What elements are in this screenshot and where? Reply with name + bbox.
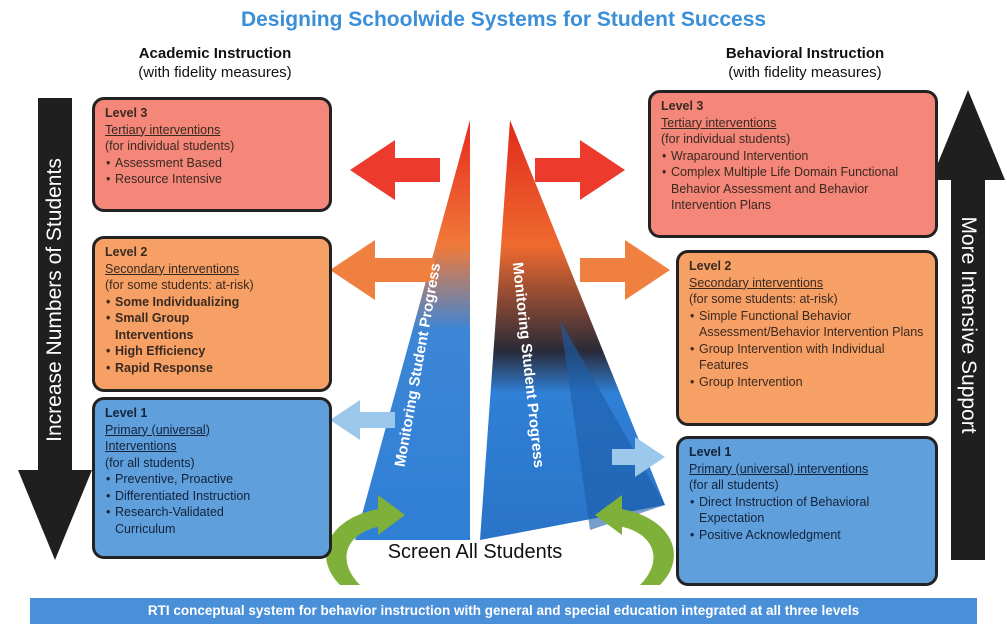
screen-cycle-arrow-left — [326, 508, 388, 585]
academic-subheading: (with fidelity measures) — [138, 64, 292, 81]
pyramid-right-shade — [560, 320, 665, 530]
level2-arrow-right — [580, 240, 670, 300]
academic-level1-title: Level 1 — [105, 406, 148, 420]
academic-level1-box: Level 1 Primary (universal) Intervention… — [92, 397, 332, 559]
behavioral-level2-tier: Secondary interventions — [689, 275, 824, 290]
list-item: Group Intervention with Individual Featu… — [690, 341, 925, 374]
footer-banner: RTI conceptual system for behavior instr… — [30, 598, 977, 624]
list-item: Research-Validated Curriculum — [106, 504, 265, 537]
behavioral-level2-audience: (for some students: at-risk) — [689, 292, 838, 306]
level2-arrow-left — [330, 240, 435, 300]
behavioral-level3-tier: Tertiary interventions — [661, 115, 777, 130]
list-item: Resource Intensive — [106, 171, 319, 188]
academic-level3-box: Level 3 Tertiary interventions (for indi… — [92, 97, 332, 212]
level3-arrow-right — [535, 140, 625, 200]
behavioral-heading-block: Behavioral Instruction (with fidelity me… — [680, 44, 930, 82]
behavioral-level3-box: Level 3 Tertiary interventions (for indi… — [648, 90, 938, 238]
behavioral-level2-title: Level 2 — [689, 259, 732, 273]
level1-arrow-left — [330, 400, 395, 440]
list-item: Complex Multiple Life Domain Functional … — [662, 164, 925, 214]
academic-level2-tier: Secondary interventions — [105, 261, 240, 276]
academic-level3-title: Level 3 — [105, 106, 148, 120]
behavioral-level1-title: Level 1 — [689, 445, 732, 459]
academic-level3-audience: (for individual students) — [105, 139, 235, 153]
academic-level1-audience: (for all students) — [105, 455, 195, 470]
list-item: Simple Functional Behavior Assessment/Be… — [690, 308, 925, 341]
screen-cycle-arrow-right — [612, 508, 674, 585]
list-item: Group Intervention — [690, 374, 925, 391]
pyramid-left-face — [355, 120, 470, 540]
list-item: High Efficiency — [106, 343, 319, 360]
list-item: Rapid Response — [106, 360, 319, 377]
list-item: Preventive, Proactive — [106, 471, 319, 488]
screen-cycle-arrow-left-head — [378, 495, 405, 535]
list-item: Small Group Interventions — [106, 310, 235, 343]
more-support-label: More Intensive Support — [957, 216, 980, 434]
list-item: Positive Acknowledgment — [690, 527, 925, 544]
academic-level2-title: Level 2 — [105, 245, 148, 259]
list-item: Assessment Based — [106, 155, 319, 172]
behavioral-heading: Behavioral Instruction — [725, 45, 885, 62]
academic-heading: Academic Instruction — [138, 45, 292, 62]
behavioral-level1-audience: (for all students) — [689, 478, 779, 492]
list-item: Some Individualizing — [106, 294, 319, 311]
diagram-title: Designing Schoolwide Systems for Student… — [240, 8, 767, 31]
screen-cycle-arrow-right-head — [595, 495, 622, 535]
academic-heading-block: Academic Instruction (with fidelity meas… — [90, 44, 340, 82]
academic-level3-tier: Tertiary interventions — [105, 122, 221, 137]
academic-level2-box: Level 2 Secondary interventions (for som… — [92, 236, 332, 392]
academic-level2-audience: (for some students: at-risk) — [105, 278, 254, 292]
level3-arrow-left — [350, 140, 440, 200]
screen-all-students-label: Screen All Students — [387, 541, 563, 563]
academic-level1-tier: Primary (universal) Interventions — [105, 422, 210, 454]
list-item: Direct Instruction of Behavioral Expecta… — [690, 494, 925, 527]
behavioral-subheading: (with fidelity measures) — [728, 64, 882, 81]
behavioral-level3-audience: (for individual students) — [661, 132, 791, 146]
increase-students-label: Increase Numbers of Students — [43, 158, 66, 442]
behavioral-level1-box: Level 1 Primary (universal) intervention… — [676, 436, 938, 586]
list-item: Differentiated Instruction — [106, 488, 319, 505]
behavioral-level2-box: Level 2 Secondary interventions (for som… — [676, 250, 938, 426]
list-item: Wraparound Intervention — [662, 148, 925, 165]
behavioral-level3-title: Level 3 — [661, 99, 704, 113]
level1-arrow-right — [612, 437, 665, 477]
increase-students-arrow — [18, 98, 92, 560]
more-support-arrow — [931, 90, 1005, 560]
behavioral-level1-tier: Primary (universal) interventions — [689, 461, 869, 476]
